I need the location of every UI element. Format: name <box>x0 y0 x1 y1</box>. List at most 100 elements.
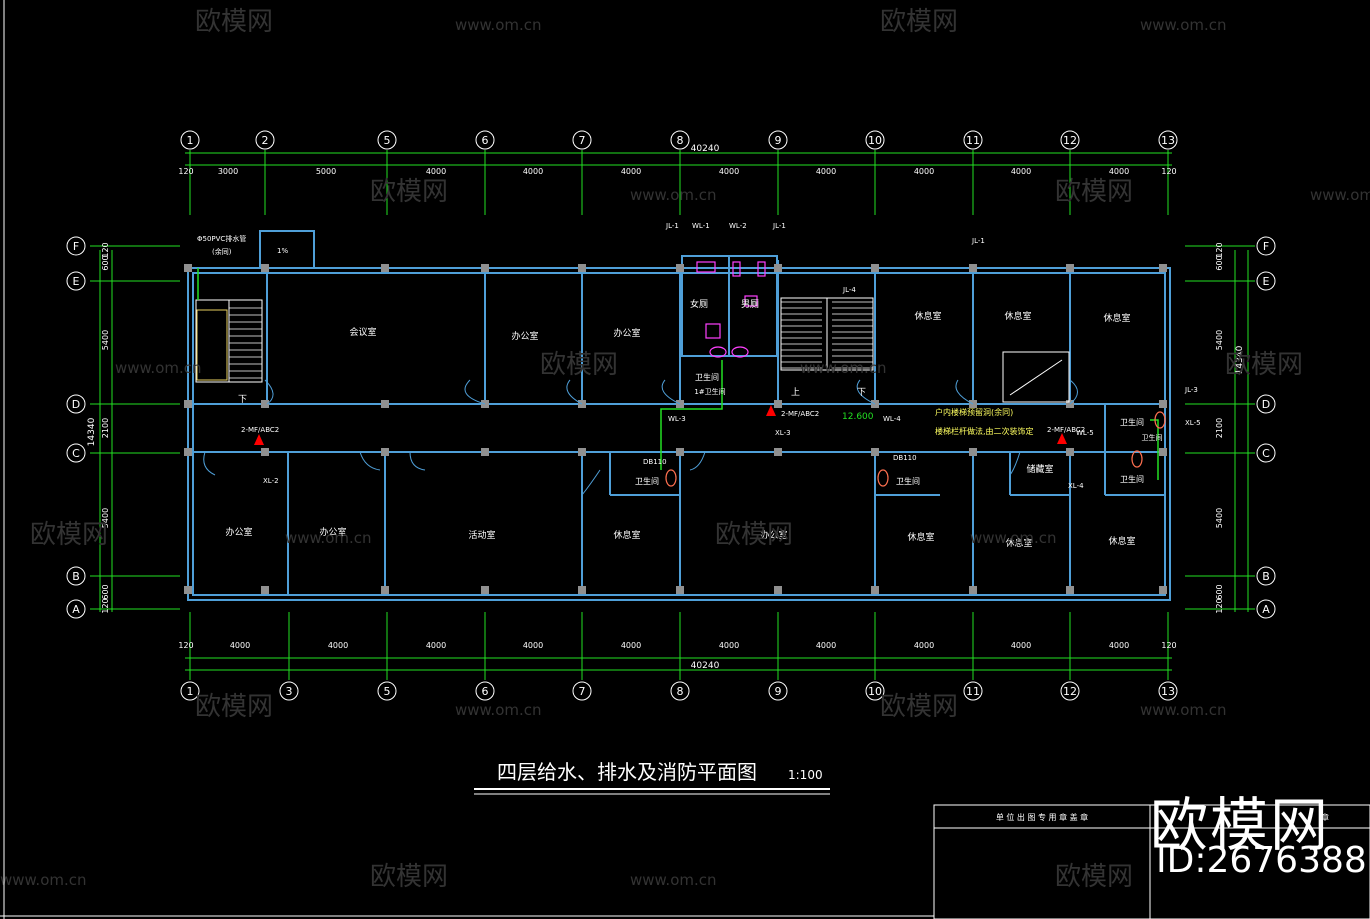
grid-bubble-top: 12 <box>1060 130 1080 150</box>
room-office1: 办公室 <box>511 330 538 342</box>
column <box>774 586 782 594</box>
grid-bubble-bottom: 8 <box>670 681 690 701</box>
watermark-site-text: www.om.cn <box>455 701 542 719</box>
grid-bubble-bottom: 6 <box>475 681 495 701</box>
dim-bottom: 4000 <box>523 641 543 650</box>
grid-bubble-top-label: 2 <box>262 134 269 147</box>
room-office3: 办公室 <box>225 526 252 538</box>
grid-bubble-bottom: 10 <box>865 681 885 701</box>
tag-xl2: XL-2 <box>263 477 279 485</box>
grid-bubble-left-label: F <box>73 240 79 253</box>
grid-bubble-right: E <box>1256 271 1276 291</box>
grid-bubble-right-label: A <box>1262 603 1270 616</box>
grid-bubble-right-label: D <box>1262 398 1270 411</box>
title-block-header2: 章 <box>1321 812 1329 822</box>
dim-bottom: 4000 <box>1109 641 1129 650</box>
grid-bubble-bottom-label: 9 <box>775 685 782 698</box>
grid-bubble-top: 6 <box>475 130 495 150</box>
room-toilet3: 卫生间 <box>896 476 920 486</box>
room-toilet4: 卫生间 <box>1120 417 1144 427</box>
column <box>481 586 489 594</box>
column <box>184 448 192 456</box>
grid-bubble-right-label: B <box>1262 570 1270 583</box>
dim-top: 4000 <box>426 167 446 176</box>
dim-bottom: 120 <box>1161 641 1176 650</box>
grid-bubble-right: A <box>1256 599 1276 619</box>
grid-bubble-top-label: 13 <box>1161 134 1175 147</box>
watermark-site-text: www.om.cn <box>285 529 372 547</box>
column <box>381 400 389 408</box>
column <box>578 586 586 594</box>
dim-left: 5400 <box>101 508 110 528</box>
column <box>381 264 389 272</box>
column <box>1159 448 1167 456</box>
extinguisher-label-1: 2-MF/ABC2 <box>241 426 279 434</box>
room-office4: 办公室 <box>319 526 346 538</box>
grid-bubble-bottom: 13 <box>1158 681 1178 701</box>
watermark-logo-text: 欧模网 <box>1055 177 1133 207</box>
column <box>1066 264 1074 272</box>
grid-bubble-left: C <box>66 443 86 463</box>
room-lounge7: 休息室 <box>1108 535 1135 547</box>
room-sign: 1#卫生间 <box>694 387 725 396</box>
dim-bottom: 4000 <box>426 641 446 650</box>
dim-bottom: 4000 <box>816 641 836 650</box>
toilet-fixtures <box>665 411 1166 487</box>
left-total-dim: 14340 <box>87 417 97 446</box>
grid-bubble-right-label: C <box>1262 447 1270 460</box>
grid-bubble-bottom: 9 <box>768 681 788 701</box>
grid-bubble-left: A <box>66 599 86 619</box>
drawing-scale: 1:100 <box>788 768 823 782</box>
dim-bottom: 120 <box>178 641 193 650</box>
drawing-title: 四层给水、排水及消防平面图 <box>497 760 757 784</box>
dim-top: 4000 <box>523 167 543 176</box>
dim-bottom: 4000 <box>621 641 641 650</box>
room-female-wc: 女厕 <box>690 298 708 310</box>
grid-bubble-top: 5 <box>377 130 397 150</box>
tag-wl2: WL-2 <box>729 222 747 230</box>
grid-bubble-top: 13 <box>1158 130 1178 150</box>
dim-left: 120 <box>101 242 110 257</box>
stair-left <box>195 299 263 383</box>
door-swings <box>203 379 1078 496</box>
grid-bubble-right: F <box>1256 236 1276 256</box>
watermark-id: ID:2676388 <box>1156 840 1367 881</box>
column <box>1066 586 1074 594</box>
right-total-dim: 14340 <box>1235 345 1245 374</box>
dim-top: 120 <box>1161 167 1176 176</box>
column <box>261 448 269 456</box>
column <box>774 264 782 272</box>
water-pipes <box>197 268 1159 480</box>
dim-bottom: 4000 <box>328 641 348 650</box>
column <box>184 400 192 408</box>
watermark-layer: 欧模网欧模网欧模网欧模网欧模网欧模网欧模网欧模网欧模网欧模网欧模网欧模网欧模网w… <box>0 7 1370 892</box>
column <box>184 264 192 272</box>
grid-bubble-top-label: 1 <box>187 134 194 147</box>
watermark-logo-text: 欧模网 <box>195 692 273 722</box>
grid-bubble-top: 2 <box>255 130 275 150</box>
watermark-site-text: www.om.cn <box>115 359 202 377</box>
stair-right <box>780 297 874 371</box>
grid-bubble-left-label: A <box>72 603 80 616</box>
elevation-label: 12.600 <box>842 412 874 422</box>
grid-bubble-bottom: 1 <box>180 681 200 701</box>
tag-xl4: XL-4 <box>1068 482 1084 490</box>
column <box>871 448 879 456</box>
grid-bubble-top: 8 <box>670 130 690 150</box>
stair-down-right: 下 <box>857 388 866 398</box>
watermark-logo-text: 欧模网 <box>370 862 448 892</box>
room-multi: 活动室 <box>468 529 495 541</box>
grid-bubble-top-label: 6 <box>482 134 489 147</box>
stair-right-treads <box>781 301 873 369</box>
room-storage: 储藏室 <box>1026 463 1053 475</box>
watermark-site-text: www.om.cn <box>970 529 1057 547</box>
dim-right: 5400 <box>1215 508 1224 528</box>
slope-label: 1% <box>277 247 288 255</box>
column <box>676 264 684 272</box>
grid-bubble-left-label: D <box>72 398 80 411</box>
column <box>261 400 269 408</box>
watermark-site-text: www.om.cn <box>1310 186 1370 204</box>
grid-bubble-left: F <box>66 236 86 256</box>
